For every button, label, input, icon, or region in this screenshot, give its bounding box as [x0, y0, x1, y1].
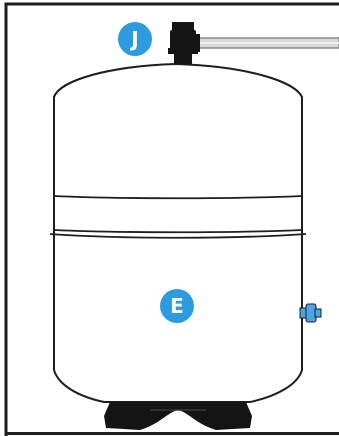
- water-tube: [195, 37, 339, 49]
- tank-stand-icon: [104, 402, 252, 430]
- tank-label-badge: E: [160, 289, 194, 323]
- tank-seam: [49, 195, 307, 239]
- shutoff-valve-icon: [168, 22, 200, 64]
- tank-label-text: E: [170, 294, 184, 318]
- valve-label-badge: J: [118, 22, 152, 56]
- tank-side-port-icon: [299, 303, 322, 323]
- cabinet-frame: [4, 2, 339, 436]
- valve-label-text: J: [129, 27, 138, 51]
